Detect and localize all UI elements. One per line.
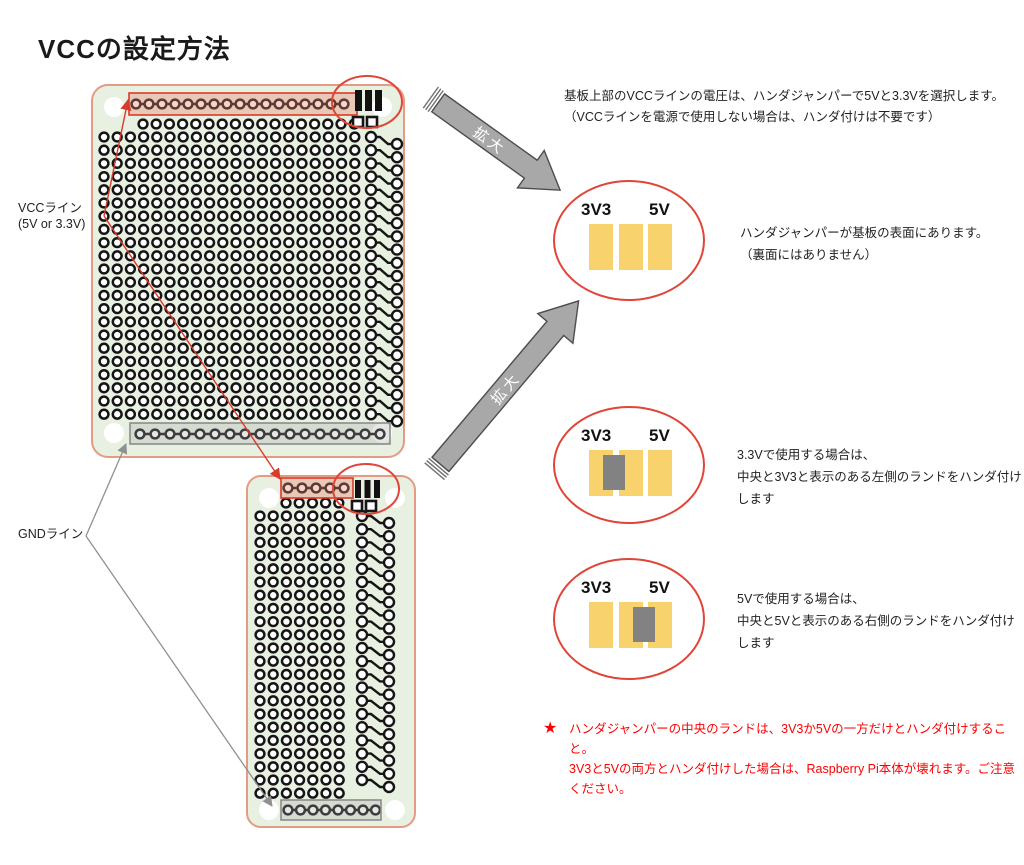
zoom-arrow-top: 拡大 bbox=[422, 86, 562, 191]
vcc-line-voltage-text: (5V or 3.3V) bbox=[18, 217, 86, 231]
intro-note: 基板上部のVCCラインの電圧は、ハンダジャンパーで5Vと3.3Vを選択します。 … bbox=[564, 86, 1004, 128]
pad-label-5v: 5V bbox=[649, 200, 670, 219]
pad-3v3 bbox=[589, 224, 613, 270]
intro-line2: （VCCラインを電源で使用しない場合は、ハンダ付けは不要です） bbox=[564, 110, 941, 124]
vcc-line-label: VCCライン (5V or 3.3V) bbox=[18, 200, 85, 232]
pad-label-5v: 5V bbox=[649, 426, 670, 445]
vcc-leader-top bbox=[103, 98, 132, 217]
pad-3v3 bbox=[589, 602, 613, 648]
pad-5v bbox=[648, 450, 672, 496]
bottom-prototype-board bbox=[246, 463, 416, 828]
warning-note: ★ ハンダジャンパーの中央のランドは、3V3か5Vの一方だけとハンダ付けすること… bbox=[543, 719, 1024, 799]
usage-5v-line2: 中央と5Vと表示のある右側のランドをハンダ付けします bbox=[737, 614, 1015, 650]
arrow-body bbox=[430, 92, 562, 191]
usage-5v-line1: 5Vで使用する場合は、 bbox=[737, 592, 865, 606]
page-title: VCCの設定方法 bbox=[38, 34, 231, 65]
usage-5v-note: 5Vで使用する場合は、 中央と5Vと表示のある右側のランドをハンダ付けします bbox=[737, 588, 1024, 654]
vcc-leader-bottom bbox=[103, 215, 281, 480]
gnd-line-label: GNDライン bbox=[18, 526, 83, 542]
vcc-line-label-text: VCCライン bbox=[18, 201, 82, 215]
gnd-leader-bottom bbox=[85, 535, 273, 807]
star-icon: ★ bbox=[543, 720, 558, 737]
jumper-view-default: 3V3 5V bbox=[553, 180, 705, 301]
usage-3v3-line2: 中央と3V3と表示のある左側のランドをハンダ付けします bbox=[737, 470, 1022, 506]
usage-3v3-note: 3.3Vで使用する場合は、 中央と3V3と表示のある左側のランドをハンダ付けしま… bbox=[737, 444, 1024, 510]
jumper-view-3v3: 3V3 5V bbox=[553, 406, 705, 524]
top-prototype-board bbox=[91, 75, 405, 458]
vcc-leader-lines bbox=[103, 98, 281, 480]
intro-line1: 基板上部のVCCラインの電圧は、ハンダジャンパーで5Vと3.3Vを選択します。 bbox=[564, 89, 1005, 103]
arrow-tail-stripes bbox=[424, 457, 449, 481]
warning-line2: 3V3と5Vの両方とハンダ付けした場合は、Raspberry Pi本体が壊れます… bbox=[569, 762, 1016, 796]
pad-center bbox=[619, 224, 643, 270]
pad-5v bbox=[648, 224, 672, 270]
pad-label-5v: 5V bbox=[649, 578, 670, 597]
jumper-view-5v: 3V3 5V bbox=[553, 558, 705, 680]
gnd-leader-lines bbox=[85, 443, 273, 807]
pad-label-3v3: 3V3 bbox=[581, 200, 612, 219]
arrow-body bbox=[431, 299, 580, 473]
surface-line2: （裏面にはありません） bbox=[740, 248, 878, 262]
solder-bridge-3v3 bbox=[603, 455, 625, 490]
solder-bridge-5v bbox=[633, 607, 655, 642]
warning-line1: ハンダジャンパーの中央のランドは、3V3か5Vの一方だけとハンダ付けすること。 bbox=[569, 722, 1007, 756]
gnd-line-label-text: GNDライン bbox=[18, 527, 84, 541]
gnd-leader-top bbox=[85, 443, 128, 537]
pad-label-3v3: 3V3 bbox=[581, 426, 612, 445]
pad-label-3v3: 3V3 bbox=[581, 578, 612, 597]
jumper-surface-note: ハンダジャンパーが基板の表面にあります。 （裏面にはありません） bbox=[740, 222, 988, 266]
usage-3v3-line1: 3.3Vで使用する場合は、 bbox=[737, 448, 876, 462]
surface-line1: ハンダジャンパーが基板の表面にあります。 bbox=[740, 226, 989, 240]
arrow-tail-stripes bbox=[422, 86, 444, 113]
